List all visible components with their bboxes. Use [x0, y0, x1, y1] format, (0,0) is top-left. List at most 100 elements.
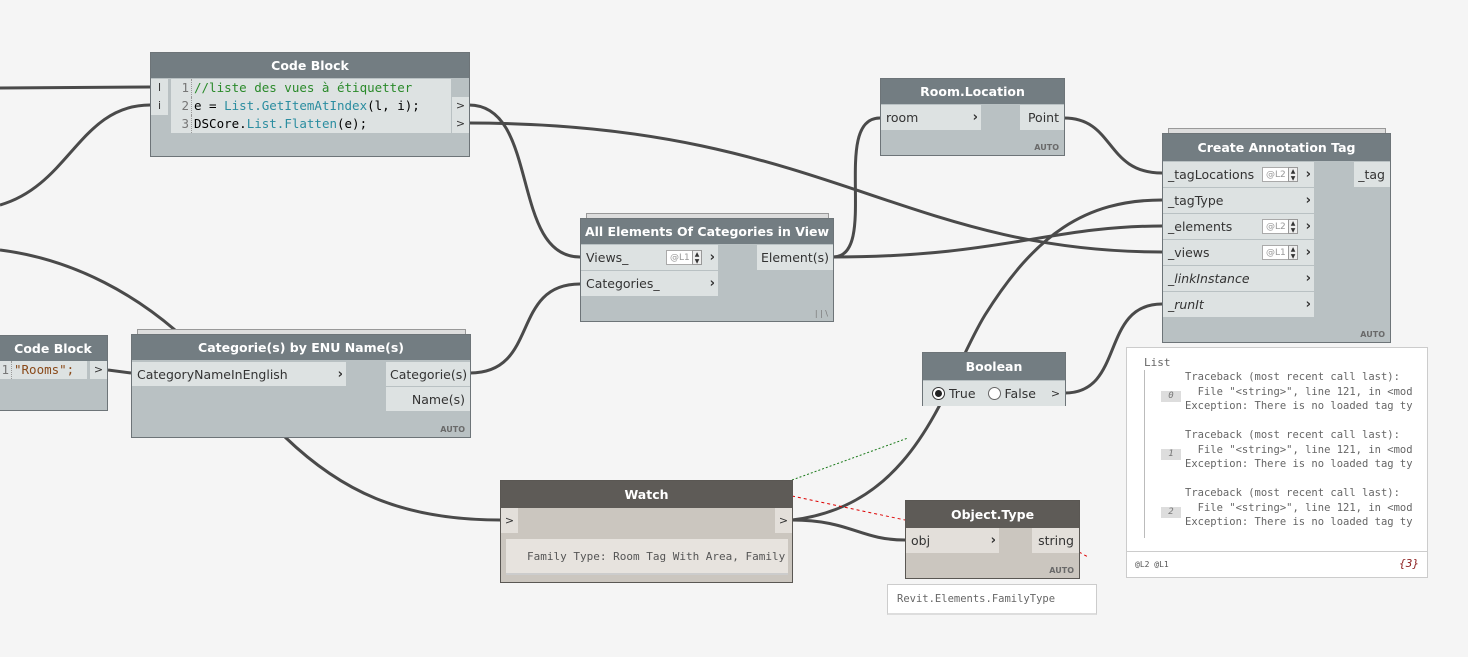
watch-node[interactable]: Watch > > Family Type: Room Tag With Are…	[500, 480, 793, 583]
node-title: All Elements Of Categories in View	[581, 219, 833, 244]
true-radio[interactable]	[932, 387, 945, 400]
wire-cat-watch	[283, 435, 501, 522]
node-title: Code Block	[151, 53, 469, 78]
chevron-right-icon: ›	[1305, 245, 1311, 260]
code-block-node[interactable]: Code Block l i 1//liste des vues à étiqu…	[150, 52, 470, 157]
true-label: True	[948, 386, 976, 401]
list-level-selector[interactable]: @L2▲▼	[1262, 219, 1298, 234]
boolean-node[interactable]: Boolean True False >	[922, 352, 1066, 406]
output-port[interactable]: >	[1046, 381, 1065, 406]
wire-offscreen	[0, 248, 176, 332]
lacing-label[interactable]: AUTO	[1034, 143, 1059, 152]
output-port[interactable]: >	[90, 361, 107, 379]
chevron-right-icon: ›	[337, 367, 343, 382]
lacing-label[interactable]: | | \	[814, 309, 828, 318]
chevron-right-icon: ›	[709, 276, 715, 291]
input-tag-locations[interactable]: _tagLocations@L2▲▼›	[1163, 162, 1314, 187]
chevron-right-icon: ›	[972, 110, 978, 125]
input-categories[interactable]: Categories_›	[581, 271, 718, 296]
list-item-line: Traceback (most recent call last):	[1185, 371, 1400, 383]
lacing-label[interactable]: AUTO	[1049, 566, 1074, 575]
input-port-l[interactable]: l	[151, 79, 168, 97]
input-tag-type[interactable]: _tagType›	[1163, 188, 1314, 213]
output-names[interactable]: Name(s)	[386, 387, 470, 411]
categories-by-name-node[interactable]: Categorie(s) by ENU Name(s) CategoryName…	[131, 334, 471, 438]
list-item-line: File "<string>", line 121, in <mod	[1185, 385, 1413, 398]
false-radio[interactable]	[987, 387, 1001, 400]
list-item-line: Traceback (most recent call last):	[1185, 487, 1400, 499]
watch-value: Family Type: Room Tag With Area, Family	[506, 539, 788, 575]
list-index: 0	[1161, 391, 1181, 402]
wire-cat-categories	[469, 282, 581, 375]
wire-elem-room	[832, 116, 881, 259]
wire-watch-tagtype	[791, 198, 1163, 522]
list-item-line: Traceback (most recent call last):	[1185, 429, 1400, 441]
chevron-right-icon: ›	[709, 250, 715, 265]
list-item-line: File "<string>", line 121, in <mod	[1185, 443, 1413, 456]
list-index: 2	[1161, 507, 1181, 518]
input-views[interactable]: Views_@L1▲▼›	[581, 245, 718, 270]
list-index: 1	[1161, 449, 1181, 460]
list-levels: @L2 @L1	[1135, 560, 1169, 569]
wire-to-l	[0, 85, 151, 90]
create-annotation-tag-node[interactable]: Create Annotation Tag _tagLocations@L2▲▼…	[1162, 133, 1391, 343]
wire-point-tagloc	[1063, 116, 1163, 175]
list-level-selector[interactable]: @L1▲▼	[1262, 245, 1298, 260]
output-port[interactable]: >	[775, 508, 792, 533]
node-title: Room.Location	[881, 79, 1064, 104]
node-title: Categorie(s) by ENU Name(s)	[132, 335, 470, 360]
wire-cb-tagviews	[468, 121, 1163, 254]
output-elements[interactable]: Element(s)	[757, 245, 833, 270]
output-port-2[interactable]: >	[452, 115, 469, 133]
false-label: False	[1004, 386, 1036, 401]
output-point[interactable]: Point	[1020, 105, 1064, 130]
node-title: Object.Type	[906, 501, 1079, 528]
input-run-it[interactable]: _runIt›	[1163, 292, 1314, 317]
chevron-right-icon: ›	[990, 533, 996, 548]
wire-elem-elements	[832, 224, 1163, 259]
wire-rooms-cat	[107, 368, 132, 375]
input-port[interactable]: >	[501, 508, 518, 533]
output-string[interactable]: string	[1032, 528, 1079, 553]
input-views[interactable]: _views@L1▲▼›	[1163, 240, 1314, 265]
item-count: {3}	[1399, 557, 1419, 570]
wire-watch-obj	[791, 518, 906, 542]
list-item-line: Exception: There is no loaded tag ty	[1185, 516, 1413, 528]
node-title: Code Block	[0, 336, 107, 361]
wire-cb-views	[468, 103, 581, 259]
input-room[interactable]: room›	[881, 105, 981, 130]
chevron-right-icon: ›	[1305, 193, 1311, 208]
input-category-name[interactable]: CategoryNameInEnglish›	[132, 362, 346, 386]
output-categories[interactable]: Categorie(s)	[386, 362, 470, 386]
lacing-label[interactable]: AUTO	[440, 425, 465, 434]
list-level-selector[interactable]: @L2▲▼	[1262, 167, 1298, 182]
room-location-node[interactable]: Room.Location room› Point AUTO	[880, 78, 1065, 156]
list-item-line: File "<string>", line 121, in <mod	[1185, 501, 1413, 514]
code-block-rooms-node[interactable]: Code Block 1"Rooms"; >	[0, 335, 108, 411]
chevron-right-icon: ›	[1305, 271, 1311, 286]
list-item-line: Exception: There is no loaded tag ty	[1185, 400, 1413, 412]
wire-bool-runit	[1064, 302, 1163, 395]
code-editor[interactable]: 1"Rooms";	[0, 361, 87, 379]
list-level-selector[interactable]: @L1▲▼	[666, 250, 702, 265]
input-link-instance[interactable]: _linkInstance›	[1163, 266, 1314, 291]
chevron-right-icon: ›	[1305, 297, 1311, 312]
all-elements-of-categories-node[interactable]: All Elements Of Categories in View Views…	[580, 218, 834, 322]
input-obj[interactable]: obj›	[906, 528, 999, 553]
chevron-right-icon: ›	[1305, 219, 1311, 234]
list-header: List	[1144, 356, 1171, 369]
node-title: Create Annotation Tag	[1163, 134, 1390, 161]
object-type-preview: Revit.Elements.FamilyType	[887, 584, 1097, 615]
object-type-node[interactable]: Object.Type obj› string AUTO	[905, 500, 1080, 579]
output-tag[interactable]: _tag	[1354, 162, 1390, 187]
output-port-1[interactable]: >	[452, 97, 469, 115]
input-elements[interactable]: _elements@L2▲▼›	[1163, 214, 1314, 239]
input-port-i[interactable]: i	[151, 97, 168, 115]
lacing-label[interactable]: AUTO	[1360, 330, 1385, 339]
chevron-right-icon: ›	[1305, 167, 1311, 182]
